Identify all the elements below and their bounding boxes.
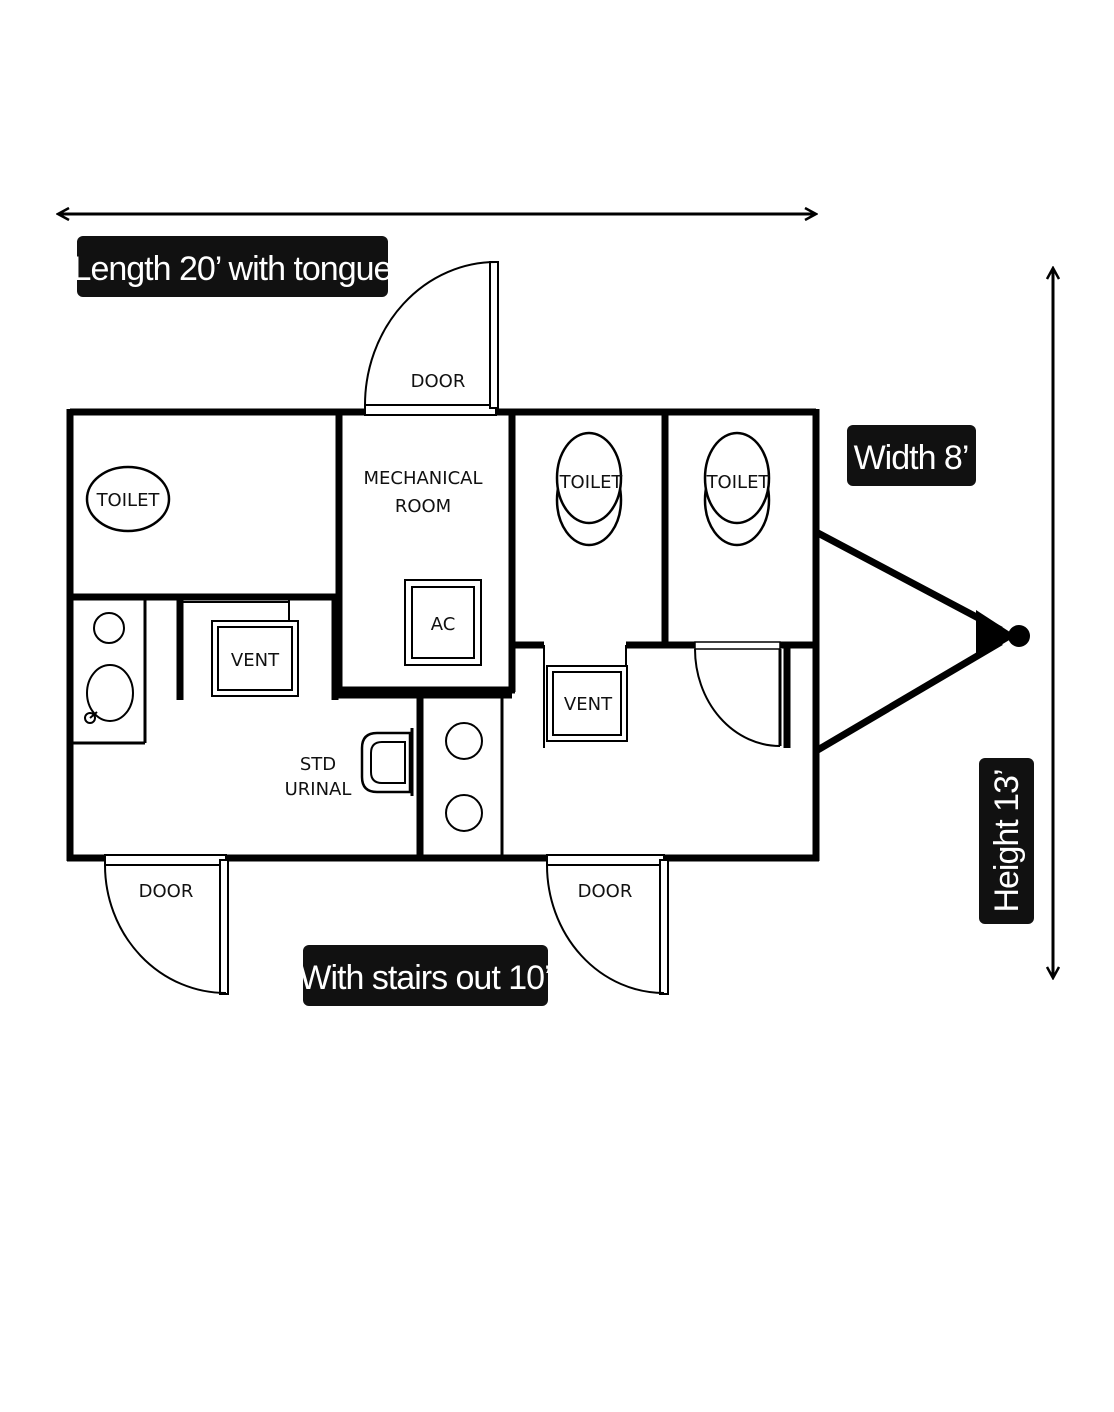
mechanical-room-label-2: ROOM (395, 496, 451, 517)
urinal-label-1: STD (300, 754, 336, 775)
toilet-right: TOILET (703, 431, 771, 547)
sink-left (84, 612, 134, 724)
width-label: Width 8’ (854, 439, 969, 477)
height-badge: Height 13’ (979, 758, 1034, 924)
urinal: STD URINAL (285, 728, 414, 800)
mechanical-room-label-1: MECHANICAL (363, 468, 482, 489)
vent-right: VENT (543, 645, 628, 748)
toilet-left-label: TOILET (96, 490, 161, 511)
top-door-label: DOOR (411, 371, 466, 392)
bottom-left-door[interactable]: DOOR (104, 854, 229, 995)
width-badge: Width 8’ (847, 425, 976, 486)
toilet-middle: TOILET (555, 431, 624, 547)
top-door[interactable]: DOOR (364, 261, 499, 416)
door-bottom-right-label: DOOR (578, 881, 633, 902)
toilet-left: TOILET (85, 465, 171, 533)
ac-unit: AC (404, 579, 482, 666)
door-bottom-left-label: DOOR (139, 881, 194, 902)
toilet-middle-label: TOILET (559, 472, 624, 493)
height-label: Height 13’ (988, 769, 1026, 912)
ac-label: AC (431, 614, 456, 635)
length-label: Length 20’ with tongue (73, 250, 392, 288)
stall-door-right[interactable] (694, 641, 782, 747)
toilet-right-label: TOILET (706, 472, 771, 493)
vent-left: VENT (180, 597, 299, 697)
stairs-label: With stairs out 10’ (299, 959, 550, 997)
bottom-right-door[interactable]: DOOR (546, 854, 669, 995)
interior-walls (70, 412, 816, 858)
length-badge: Length 20’ with tongue (73, 236, 393, 297)
stairs-badge: With stairs out 10’ (299, 945, 552, 1006)
vent-right-label: VENT (564, 694, 613, 715)
urinal-label-2: URINAL (285, 779, 352, 800)
vent-left-label: VENT (231, 650, 280, 671)
sink-center (445, 722, 483, 832)
trailer-tongue (814, 528, 1030, 755)
outer-walls (66, 408, 820, 862)
